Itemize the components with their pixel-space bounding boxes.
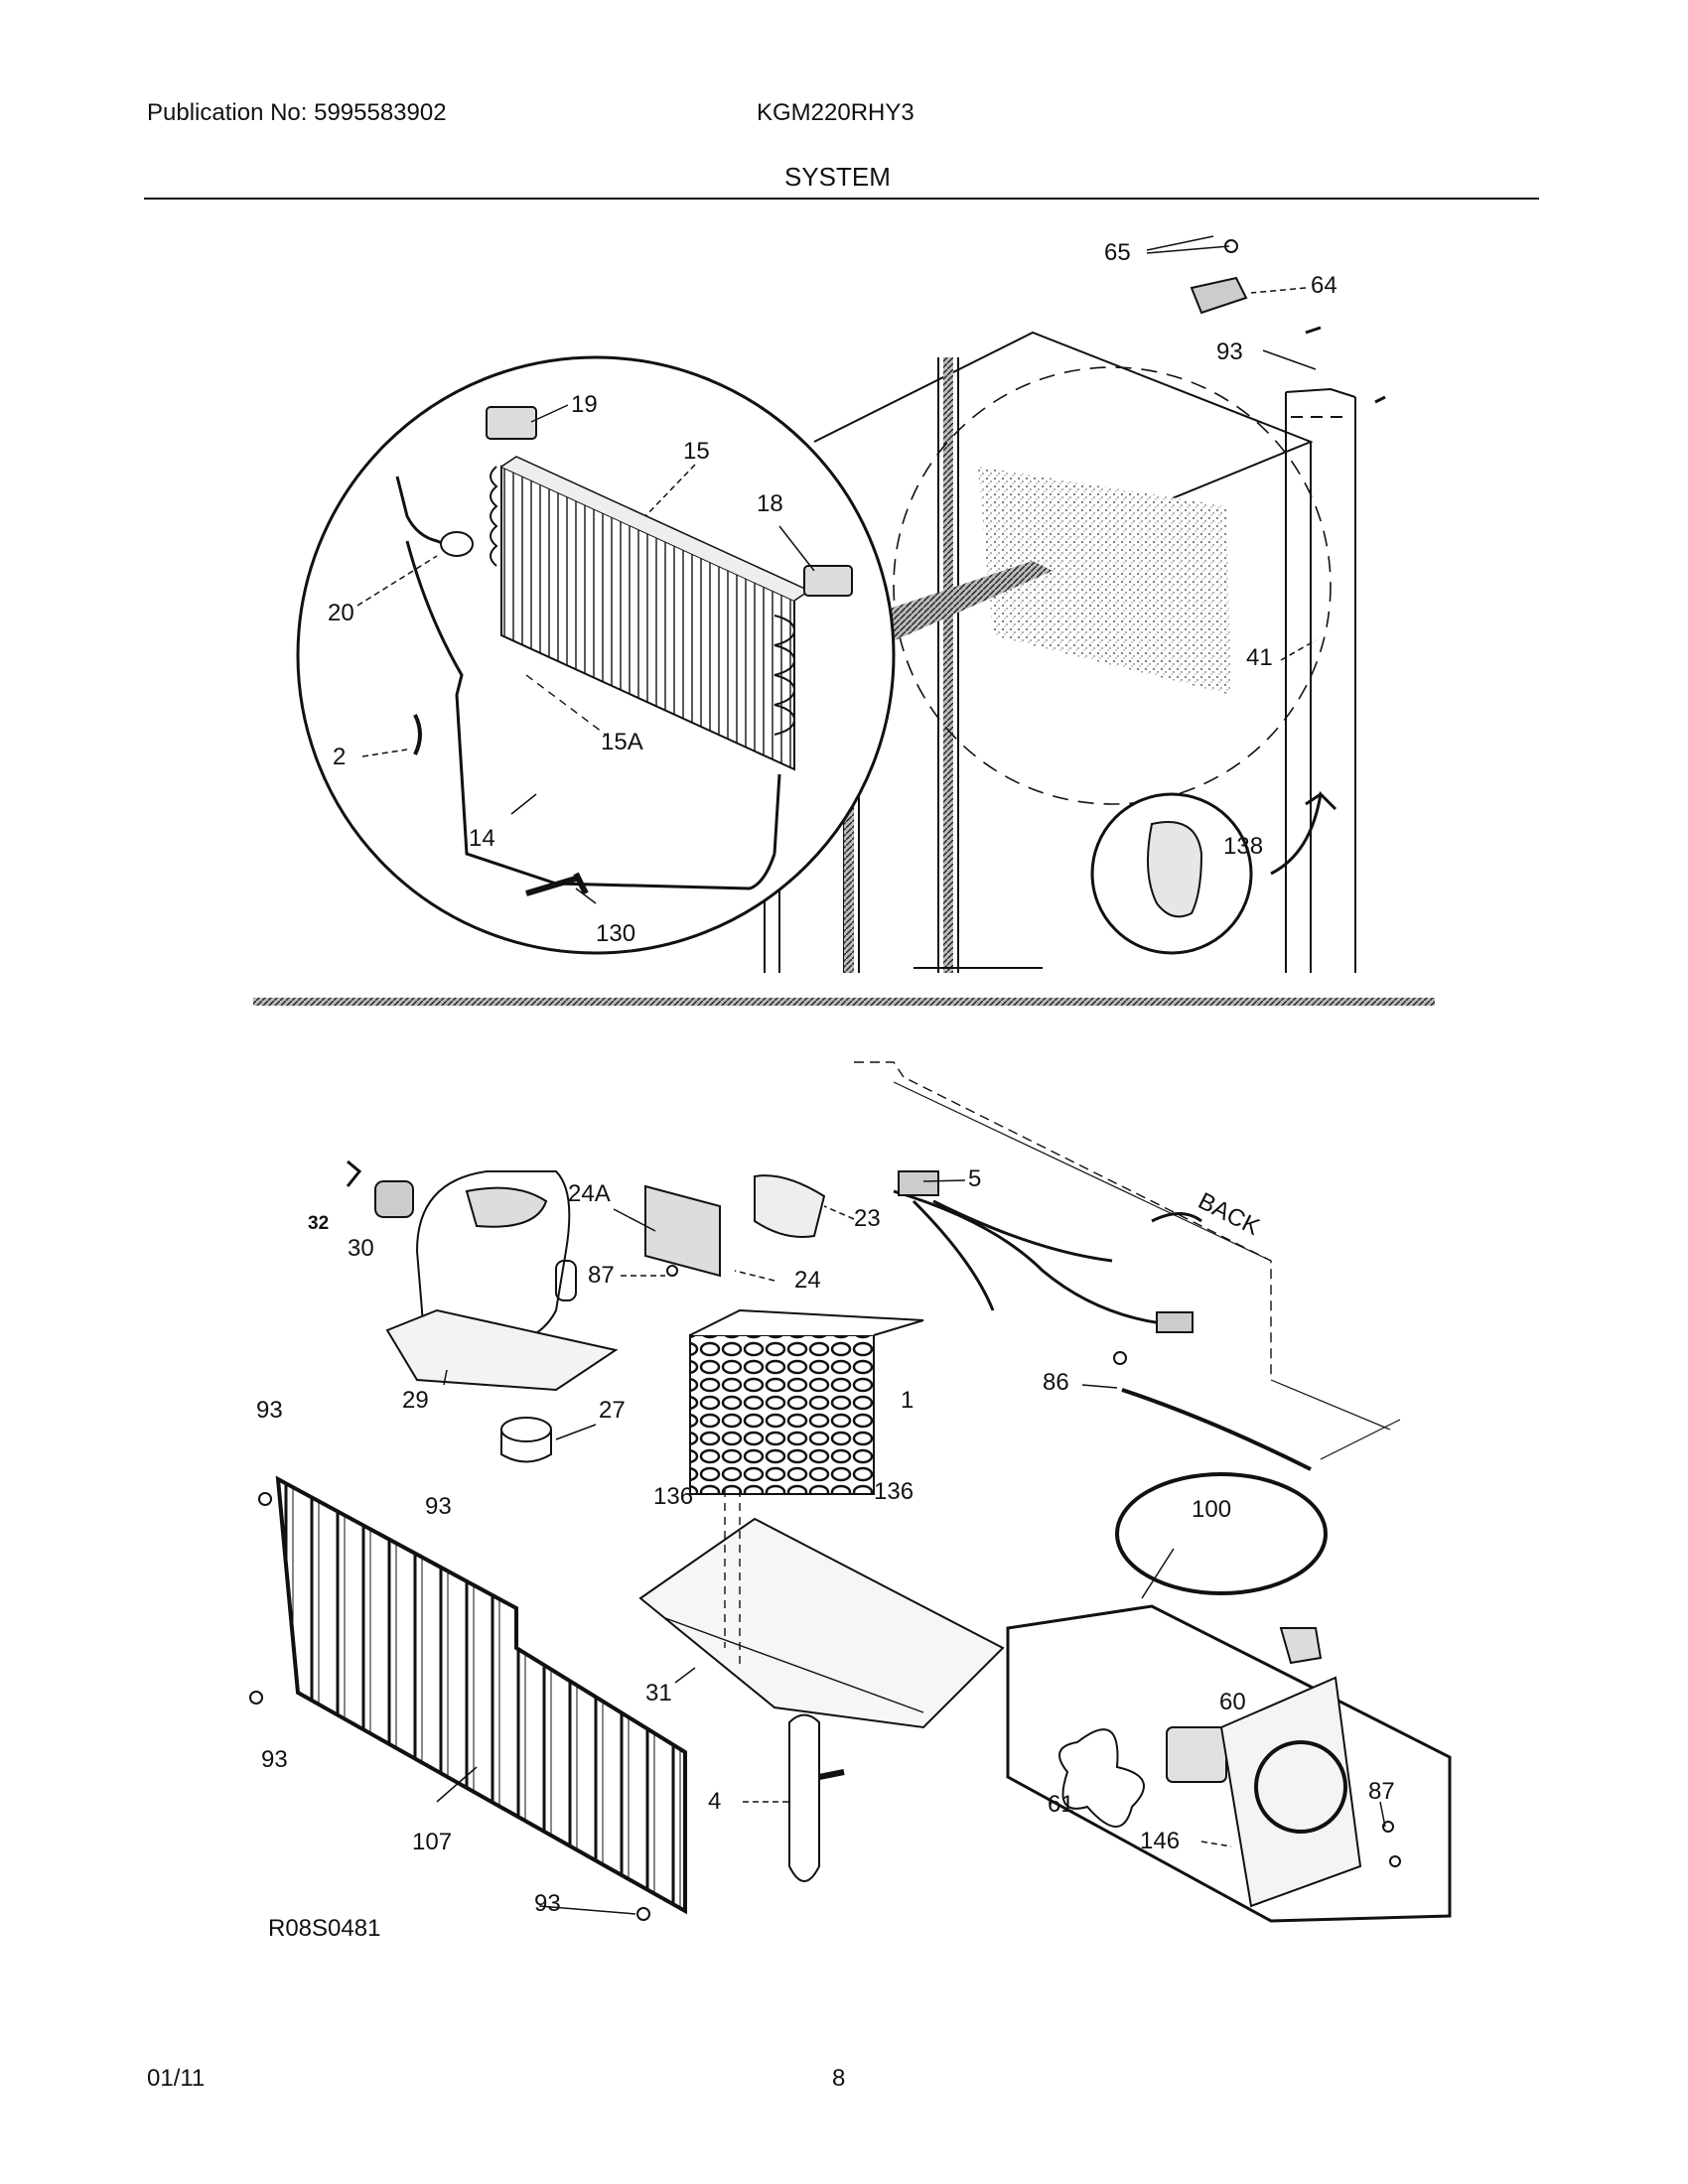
cabinet-illustration [764, 331, 1356, 973]
callout-32: 32 [308, 1213, 329, 1234]
callout-65: 65 [1104, 239, 1131, 266]
leader-lines [356, 235, 1386, 1915]
screws [249, 1265, 1401, 1921]
callout-5: 5 [968, 1165, 981, 1192]
callout-4: 4 [708, 1788, 721, 1815]
callout-87: 87 [1368, 1778, 1395, 1805]
section-title: SYSTEM [784, 162, 891, 192]
callout-136: 136 [874, 1478, 914, 1505]
model-number: KGM220RHY3 [757, 99, 914, 126]
callout-15: 15 [683, 438, 710, 465]
callout-93: 93 [256, 1397, 283, 1424]
callout-27: 27 [599, 1397, 626, 1424]
callout-24: 24 [794, 1267, 821, 1294]
callout-1: 1 [901, 1387, 914, 1414]
callout-100: 100 [1192, 1496, 1231, 1523]
callout-14: 14 [469, 825, 495, 852]
callout-138: 138 [1223, 833, 1263, 860]
evaporator-detail-circle [296, 355, 896, 955]
callout-23: 23 [854, 1205, 881, 1232]
callout-146: 146 [1140, 1828, 1180, 1854]
header-rule [144, 198, 1539, 200]
callout-24a: 24A [568, 1180, 611, 1207]
callout-30: 30 [348, 1235, 374, 1262]
top-right-parts [1190, 239, 1386, 404]
callout-136: 136 [653, 1483, 693, 1510]
callout-107: 107 [412, 1829, 452, 1855]
callout-93: 93 [261, 1746, 288, 1773]
publication-number: Publication No: 5995583902 [147, 99, 447, 126]
callout-19: 19 [571, 391, 598, 418]
callout-29: 29 [402, 1387, 429, 1414]
callout-61: 61 [1048, 1791, 1074, 1818]
callout-93: 93 [425, 1493, 452, 1520]
callout-87: 87 [588, 1262, 615, 1289]
callout-130: 130 [596, 920, 635, 947]
callout-93: 93 [1216, 339, 1243, 365]
callout-15a: 15A [601, 729, 643, 755]
callout-93: 93 [534, 1890, 561, 1917]
callout-60: 60 [1219, 1689, 1246, 1715]
section-separator [253, 998, 1435, 1006]
page-number: 8 [832, 2065, 846, 2092]
back-label: BACK [1194, 1187, 1263, 1241]
callout-31: 31 [645, 1680, 672, 1706]
callout-64: 64 [1311, 272, 1337, 299]
footer-date: 01/11 [147, 2065, 206, 2092]
callout-2: 2 [333, 744, 346, 770]
callout-41: 41 [1246, 644, 1273, 671]
machine-compartment-illustration [275, 1061, 1452, 1923]
diagram-code: R08S0481 [268, 1915, 380, 1942]
inset-138-circle [1090, 790, 1337, 955]
callout-18: 18 [757, 490, 783, 517]
callout-86: 86 [1043, 1369, 1069, 1396]
callout-20: 20 [328, 600, 354, 626]
